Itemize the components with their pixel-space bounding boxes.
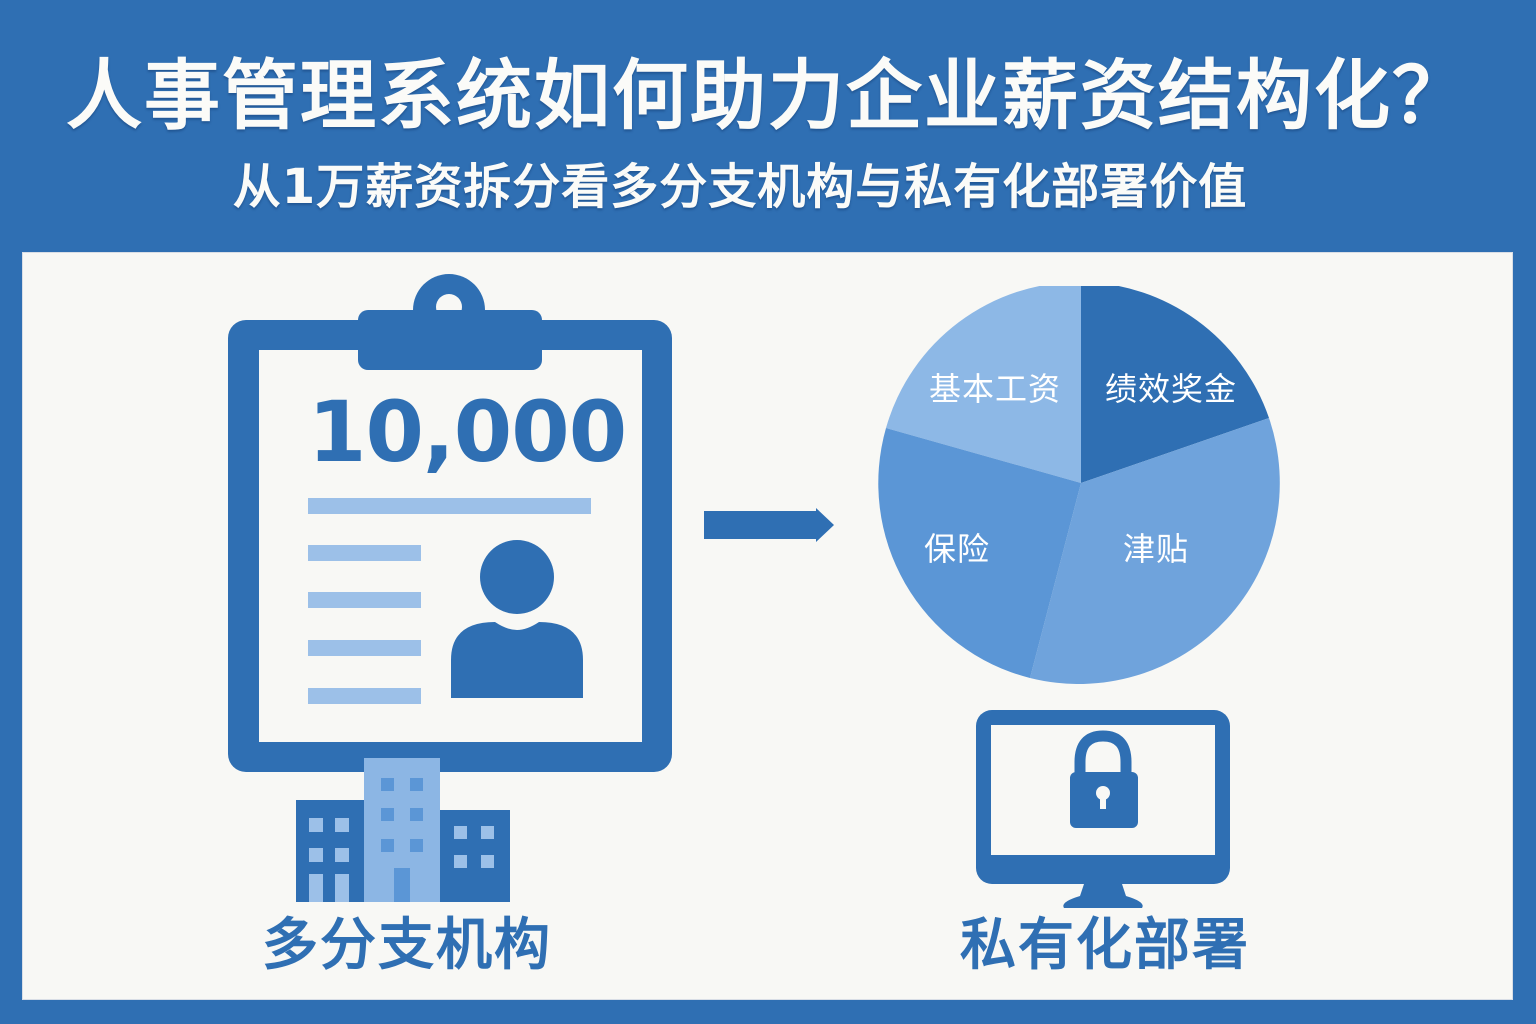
pie-label-insurance: 保险 bbox=[924, 530, 991, 568]
person-icon bbox=[451, 540, 583, 698]
monitor-lock-icon bbox=[976, 710, 1230, 908]
private-deployment-caption: 私有化部署 bbox=[960, 913, 1250, 978]
page-title: 人事管理系统如何助力企业薪资结构化？ bbox=[66, 51, 1470, 140]
branch-offices-caption: 多分支机构 bbox=[262, 913, 552, 978]
office-buildings-icon bbox=[296, 758, 510, 902]
pie-label-allowance: 津贴 bbox=[1123, 530, 1190, 568]
pie-label-base-salary: 基本工资 bbox=[929, 370, 1062, 408]
salary-pie-chart bbox=[878, 286, 1280, 684]
salary-amount: 10,000 bbox=[308, 383, 627, 481]
pie-label-performance-bonus: 绩效奖金 bbox=[1105, 370, 1238, 408]
arrow-right-icon bbox=[704, 508, 834, 542]
page-subtitle: 从1万薪资拆分看多分支机构与私有化部署价值 bbox=[232, 159, 1248, 215]
